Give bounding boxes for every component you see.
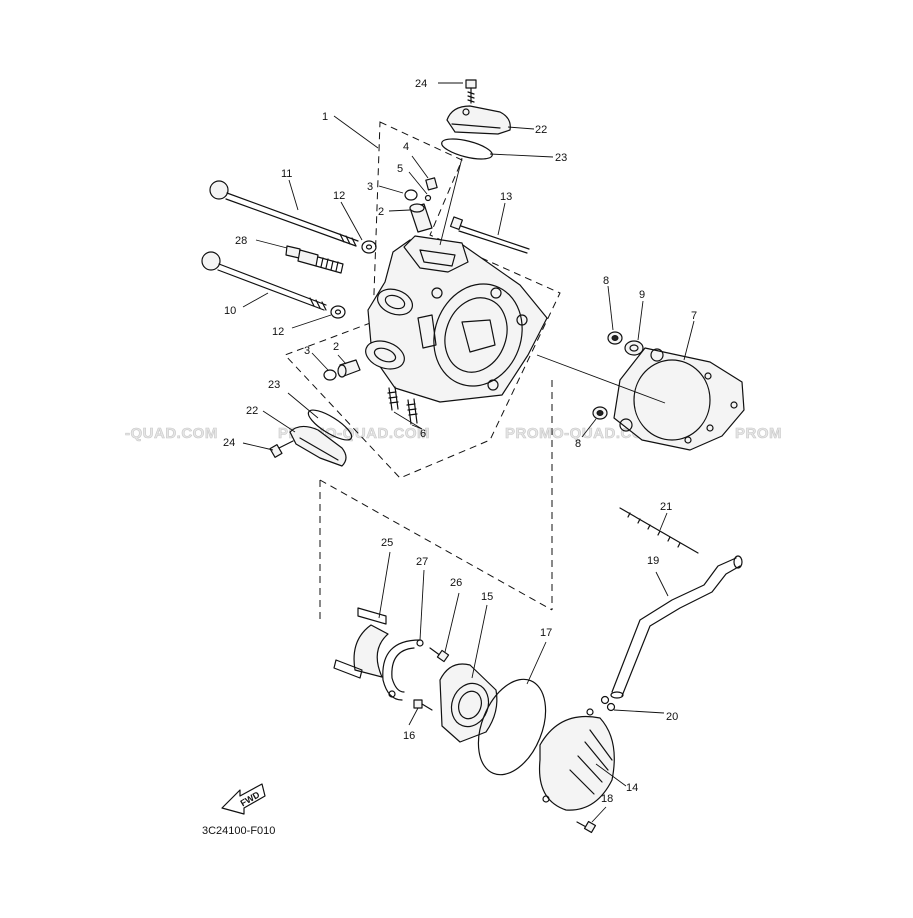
part-12-washers (330, 240, 377, 319)
part-27-bracket (382, 639, 424, 701)
callout-26: 26 (450, 577, 462, 589)
part-23-gasket-lower (307, 409, 353, 441)
assembly-outline (284, 121, 561, 620)
callout-8: 8 (603, 275, 609, 287)
callout-18: 18 (601, 793, 613, 805)
callout-24: 24 (415, 78, 427, 90)
callout-12: 12 (272, 326, 284, 338)
callout-20: 20 (666, 711, 678, 723)
watermark-text: PROM (735, 425, 782, 442)
part-21-wire (619, 507, 699, 554)
part-19-oil-pipe (610, 555, 743, 699)
callout-3: 3 (304, 345, 310, 357)
part-6-studs (387, 386, 418, 425)
callout-1: 1 (322, 111, 328, 123)
part-24-bolt-top (465, 79, 477, 104)
part-26-bolt (429, 647, 450, 663)
callout-3: 3 (367, 181, 373, 193)
callout-11: 11 (281, 168, 292, 180)
part-7-head-gasket (613, 347, 745, 451)
callout-5: 5 (397, 163, 403, 175)
part-20-clip (600, 695, 616, 712)
callout-25: 25 (381, 537, 393, 549)
valve-small-parts-lower (323, 359, 361, 381)
part-10-stud-bolt (201, 251, 327, 311)
part-22-cover-cap-lower (289, 425, 347, 467)
callout-24: 24 (223, 437, 235, 449)
callout-17: 17 (540, 627, 552, 639)
callout-14: 14 (626, 782, 638, 794)
part-17-o-ring (477, 678, 547, 776)
part-15-cover-plate (439, 663, 498, 743)
part-22-cover-cap (446, 105, 511, 135)
part-28-spark-plug (285, 245, 344, 274)
part-8-9-dowels (592, 331, 644, 420)
callout-28: 28 (235, 235, 247, 247)
callout-2: 2 (333, 341, 339, 353)
callout-22: 22 (246, 405, 258, 417)
callout-labels: 1 2 2 3 3 4 5 6 7 8 8 9 10 11 12 12 13 1… (223, 78, 697, 805)
callout-9: 9 (639, 289, 645, 301)
part-11-stud-bolt (209, 180, 359, 247)
callout-13: 13 (500, 191, 512, 203)
callout-19: 19 (647, 555, 659, 567)
callout-23: 23 (555, 152, 567, 164)
valve-small-parts-top (404, 177, 438, 233)
part-18-bolt (576, 820, 597, 834)
forward-arrow-icon: FWD (221, 783, 266, 815)
callout-8: 8 (575, 438, 581, 450)
drawing-code: 3C24100-F010 (202, 825, 275, 837)
watermark-text: -QUAD.COM (125, 425, 218, 442)
part-13-bolt (449, 216, 530, 254)
leader-lines (242, 82, 695, 823)
part-25-bracket (333, 607, 389, 679)
callout-27: 27 (416, 556, 428, 568)
callout-16: 16 (403, 730, 415, 742)
callout-10: 10 (224, 305, 236, 317)
callout-12: 12 (333, 190, 345, 202)
callout-22: 22 (535, 124, 547, 136)
part-1-cylinder-head (365, 235, 548, 403)
callout-15: 15 (481, 591, 493, 603)
part-23-gasket-top (441, 138, 493, 160)
part-24-bolt-lower (269, 440, 294, 458)
callout-2: 2 (378, 206, 384, 218)
part-14-side-cover (538, 708, 615, 811)
callout-7: 7 (691, 310, 697, 322)
part-16-bolt (413, 699, 433, 711)
callout-6: 6 (420, 428, 426, 440)
callout-23: 23 (268, 379, 280, 391)
callout-4: 4 (403, 141, 409, 153)
watermark-text: PROMO-QUAD.COM (505, 425, 657, 442)
fwd-label: FWD (239, 789, 262, 808)
callout-21: 21 (660, 501, 672, 513)
